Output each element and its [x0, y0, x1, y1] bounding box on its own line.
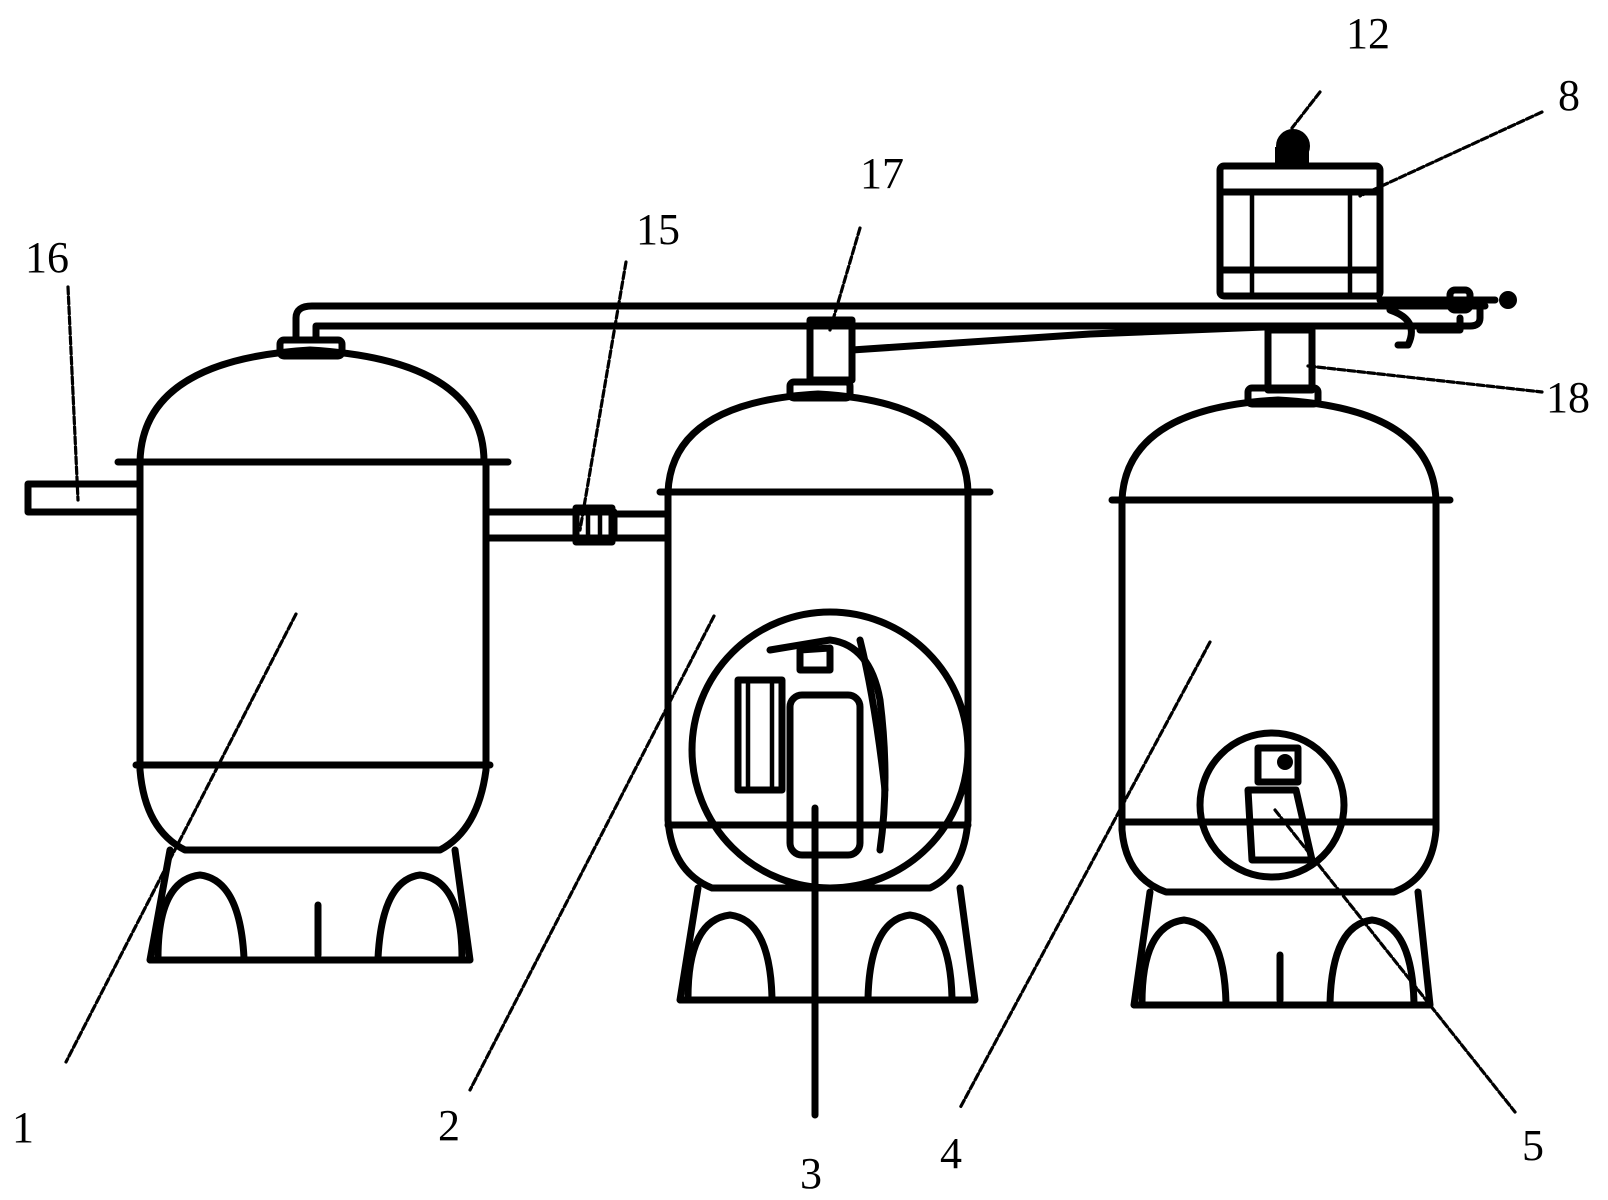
callout-5: 5 [1522, 1121, 1544, 1170]
connecting-pipe [482, 504, 672, 546]
tank-2 [656, 378, 994, 1004]
callout-1: 1 [12, 1103, 34, 1152]
tank-4 [1108, 384, 1454, 1009]
callout-15: 15 [636, 205, 680, 254]
callout-2: 2 [438, 1101, 460, 1150]
leader-lines [64, 90, 1544, 1119]
callout-8: 8 [1558, 71, 1580, 120]
internal-device-5 [1196, 729, 1348, 881]
callout-12: 12 [1346, 9, 1390, 58]
callout-4: 4 [940, 1129, 962, 1178]
top-pipe [292, 286, 1517, 394]
knob-12 [1275, 129, 1310, 167]
inlet-pipe [24, 480, 144, 516]
control-valve-8 [1216, 162, 1384, 300]
tank-1 [114, 336, 512, 964]
callout-18: 18 [1546, 373, 1590, 422]
internal-device-3 [688, 608, 972, 904]
callout-16: 16 [25, 233, 69, 282]
callout-3: 3 [800, 1149, 822, 1198]
callout-labels: 16 15 17 12 8 18 1 2 3 4 5 [12, 9, 1590, 1198]
callout-17: 17 [860, 149, 904, 198]
